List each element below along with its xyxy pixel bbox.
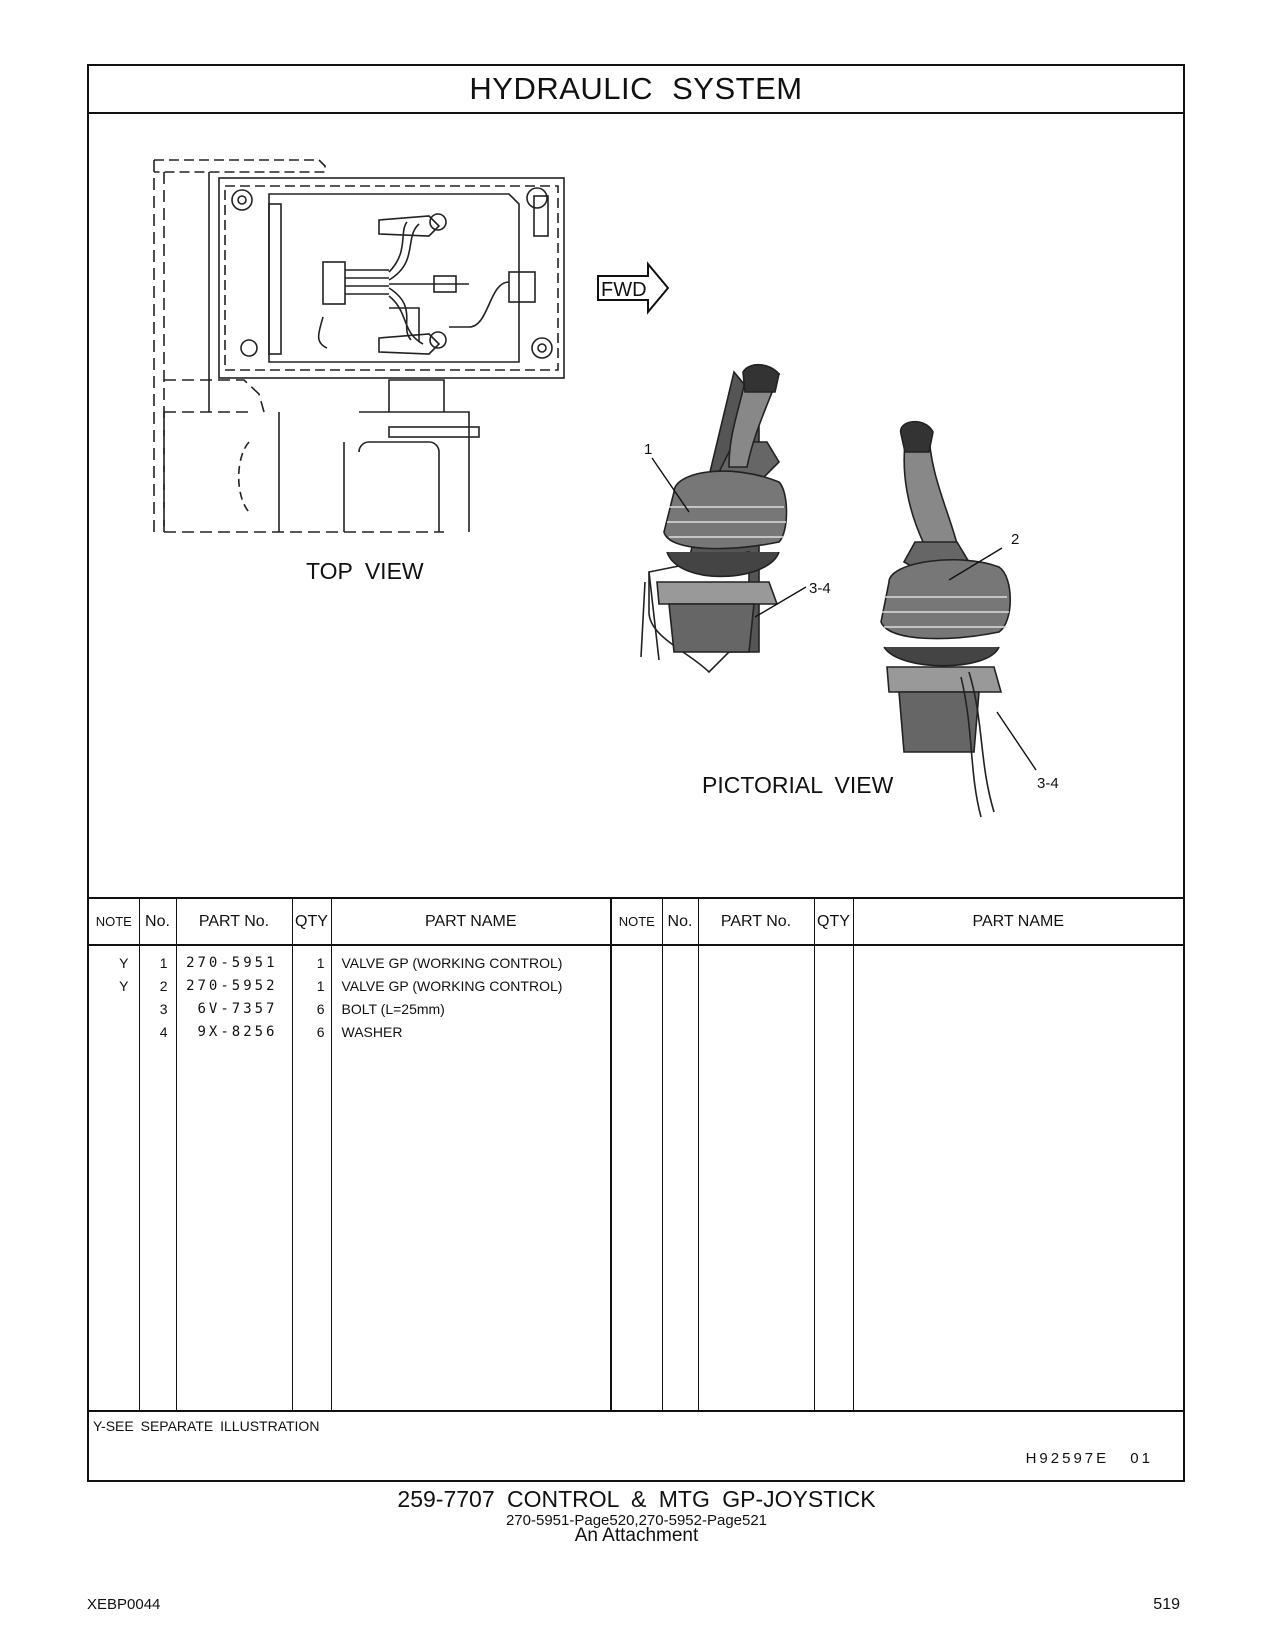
col-header-part-name: PART NAME: [331, 898, 612, 946]
caption-references: 270-5951-Page520,270-5952-Page521: [505, 1512, 768, 1529]
part-no-column-2: [698, 945, 815, 1411]
col-header-part-no-2: PART No.: [698, 898, 815, 946]
qty-column: 1 1 6 6: [292, 945, 332, 1411]
col-header-qty: QTY: [292, 898, 332, 946]
row-1-part-no: 270-5951: [186, 955, 278, 971]
row-3-part-name: BOLT (L=25mm): [341, 1001, 445, 1017]
table-body-row: Y Y 1 2 3 4 270-5951 270-5952 6V-7357 9X…: [89, 945, 1183, 1411]
note-column-2: [611, 945, 663, 1411]
table-header-row: NOTE No. PART No. QTY PART NAME NOTE No.…: [89, 898, 1183, 946]
parts-page-frame: HYDRAULIC SYSTEM: [87, 64, 1185, 1482]
joystick-2-drawing: [880, 420, 1012, 818]
row-3-qty: 6: [316, 1001, 325, 1017]
pictorial-view-label: PICTORIAL VIEW: [702, 772, 894, 798]
parts-table: NOTE No. PART No. QTY PART NAME NOTE No.…: [89, 897, 1183, 1412]
row-2-part-no: 270-5952: [186, 978, 278, 994]
row-2-no: 2: [159, 978, 168, 994]
note-column: Y Y: [89, 945, 140, 1411]
page-number: 519: [1153, 1596, 1180, 1613]
row-4-no: 4: [159, 1024, 168, 1040]
row-2-qty: 1: [316, 978, 325, 994]
illustration-area: FWD: [89, 112, 1183, 902]
part-name-column: VALVE GP (WORKING CONTROL) VALVE GP (WOR…: [331, 945, 612, 1411]
row-2-part-name: VALVE GP (WORKING CONTROL): [341, 978, 563, 994]
row-2-note: Y: [119, 978, 129, 994]
document-code: H92597E 01: [1025, 1450, 1153, 1467]
col-header-part-no: PART No.: [176, 898, 293, 946]
row-4-qty: 6: [316, 1024, 325, 1040]
callout-1: 1: [644, 441, 652, 458]
parts-illustration: FWD: [153, 159, 1059, 818]
row-1-note: Y: [119, 955, 129, 971]
callout-3-4-left: 3-4: [809, 580, 831, 597]
top-view-drawing: [153, 159, 565, 533]
col-header-note: NOTE: [89, 898, 140, 946]
footnote: Y-SEE SEPARATE ILLUSTRATION: [93, 1418, 320, 1434]
col-header-part-name-2: PART NAME: [853, 898, 1183, 946]
publication-code: XEBP0044: [87, 1596, 161, 1613]
row-4-part-no: 9X-8256: [197, 1024, 278, 1040]
col-header-note-2: NOTE: [611, 898, 663, 946]
row-3-no: 3: [159, 1001, 168, 1017]
row-3-part-no: 6V-7357: [197, 1001, 278, 1017]
part-no-column: 270-5951 270-5952 6V-7357 9X-8256: [176, 945, 293, 1411]
no-column: 1 2 3 4: [139, 945, 177, 1411]
joystick-1-drawing: [640, 363, 788, 674]
col-header-qty-2: QTY: [814, 898, 854, 946]
row-3-note: [89, 998, 139, 1021]
no-column-2: [662, 945, 699, 1411]
row-1-no: 1: [159, 955, 168, 971]
caption-title: 259-7707 CONTROL & MTG GP-JOYSTICK: [397, 1486, 876, 1512]
caption-note: An Attachment: [574, 1525, 699, 1546]
row-4-note: [89, 1021, 139, 1044]
fwd-arrow-icon: [597, 261, 670, 315]
fwd-label: FWD: [601, 279, 647, 301]
top-view-label: TOP VIEW: [306, 558, 424, 584]
row-4-part-name: WASHER: [341, 1024, 403, 1040]
qty-column-2: [814, 945, 854, 1411]
col-header-no-2: No.: [662, 898, 699, 946]
part-name-column-2: [853, 945, 1183, 1411]
callout-2: 2: [1011, 531, 1019, 548]
row-1-part-name: VALVE GP (WORKING CONTROL): [341, 955, 563, 971]
col-header-no: No.: [139, 898, 177, 946]
row-1-qty: 1: [316, 955, 325, 971]
callout-3-4-right: 3-4: [1037, 775, 1059, 792]
page-title: HYDRAULIC SYSTEM: [89, 66, 1183, 114]
